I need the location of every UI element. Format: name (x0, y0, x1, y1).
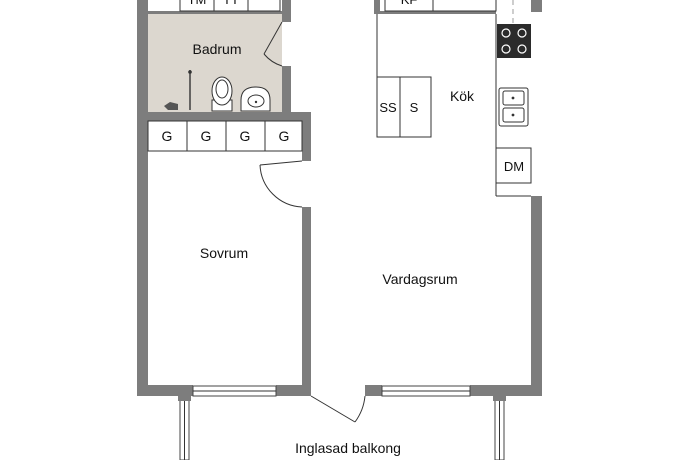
dishwasher (495, 147, 532, 184)
kitchen-sink-icon (498, 87, 529, 127)
living-room-label: Vardagsrum (382, 271, 457, 287)
living-window (381, 385, 471, 397)
bedroom-label: Sovrum (200, 245, 248, 261)
bedroom-door (259, 160, 303, 208)
balcony-railings (178, 396, 506, 460)
sink-icon (240, 86, 271, 112)
walls (137, 0, 542, 396)
bedroom-window (192, 385, 277, 397)
kf-label: KF (401, 0, 418, 7)
dishwasher-label: DM (504, 159, 524, 174)
wardrobes (147, 120, 303, 152)
wardrobe-1-label: G (162, 128, 173, 144)
stove-icon (497, 24, 531, 58)
kitchen-label: Kök (450, 88, 475, 104)
balcony-label: Inglasad balkong (295, 440, 401, 456)
toilet-icon (211, 76, 233, 112)
balcony-door (310, 395, 366, 423)
tt-label: TT (223, 0, 239, 7)
shower-tap (164, 102, 178, 110)
freezer-label: SS (379, 100, 397, 115)
shower-head (188, 70, 192, 74)
bathroom-door (263, 21, 283, 67)
bathroom-label: Badrum (192, 41, 241, 57)
kitchen-island (376, 14, 432, 138)
wardrobe-2-label: G (201, 128, 212, 144)
wardrobe-4-label: G (279, 128, 290, 144)
tm-label: TM (188, 0, 207, 7)
wardrobe-3-label: G (240, 128, 251, 144)
top-appliances (179, 0, 497, 12)
fridge-label: S (410, 100, 419, 115)
